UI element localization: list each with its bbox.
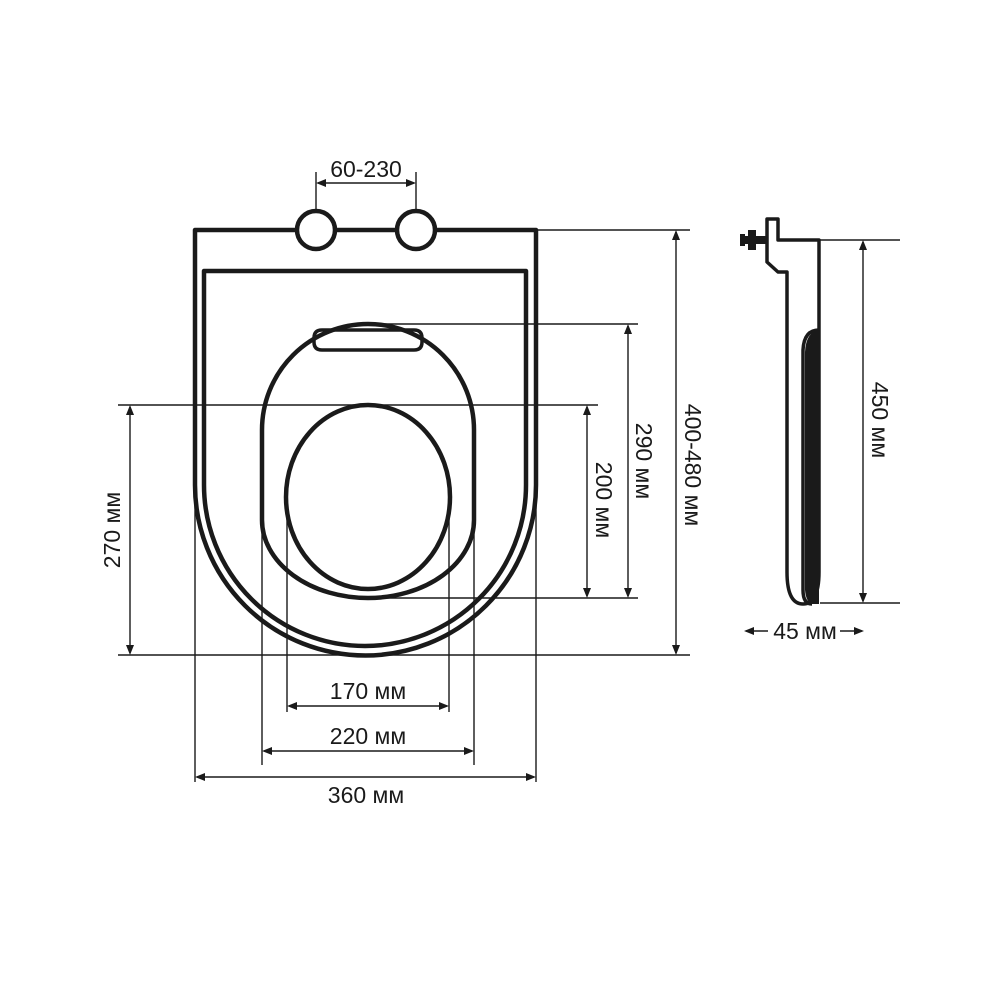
- label-thickness: 45 мм: [773, 618, 837, 644]
- hinge-bolt-left: [294, 208, 338, 252]
- label-inner-opening-width: 170 мм: [330, 678, 406, 704]
- label-side-length: 450 мм: [867, 382, 893, 458]
- dimension-labels: 60-230 170 мм 220 мм 360 мм 270 мм 200 м…: [99, 156, 893, 808]
- hinge-nut: [748, 230, 756, 250]
- label-lid-length: 290 мм: [631, 423, 657, 499]
- lid-side-outline: [801, 328, 820, 606]
- hinge-bolt-right: [394, 208, 438, 252]
- label-hinge-spacing: 60-230: [330, 156, 402, 182]
- label-opening-length: 270 мм: [99, 492, 125, 568]
- top-view: [192, 208, 539, 658]
- label-inner-opening-length: 200 мм: [591, 462, 617, 538]
- side-view: [740, 217, 900, 635]
- cover-outline: [201, 268, 529, 649]
- label-ring-width: 220 мм: [330, 723, 406, 749]
- extension-lines: [118, 172, 690, 782]
- lid-handle: [312, 328, 424, 352]
- seat-opening-outline: [283, 402, 453, 592]
- label-overall-width: 360 мм: [328, 782, 404, 808]
- dimension-lines: [126, 179, 680, 781]
- label-mount-distance: 400-480 мм: [680, 404, 706, 526]
